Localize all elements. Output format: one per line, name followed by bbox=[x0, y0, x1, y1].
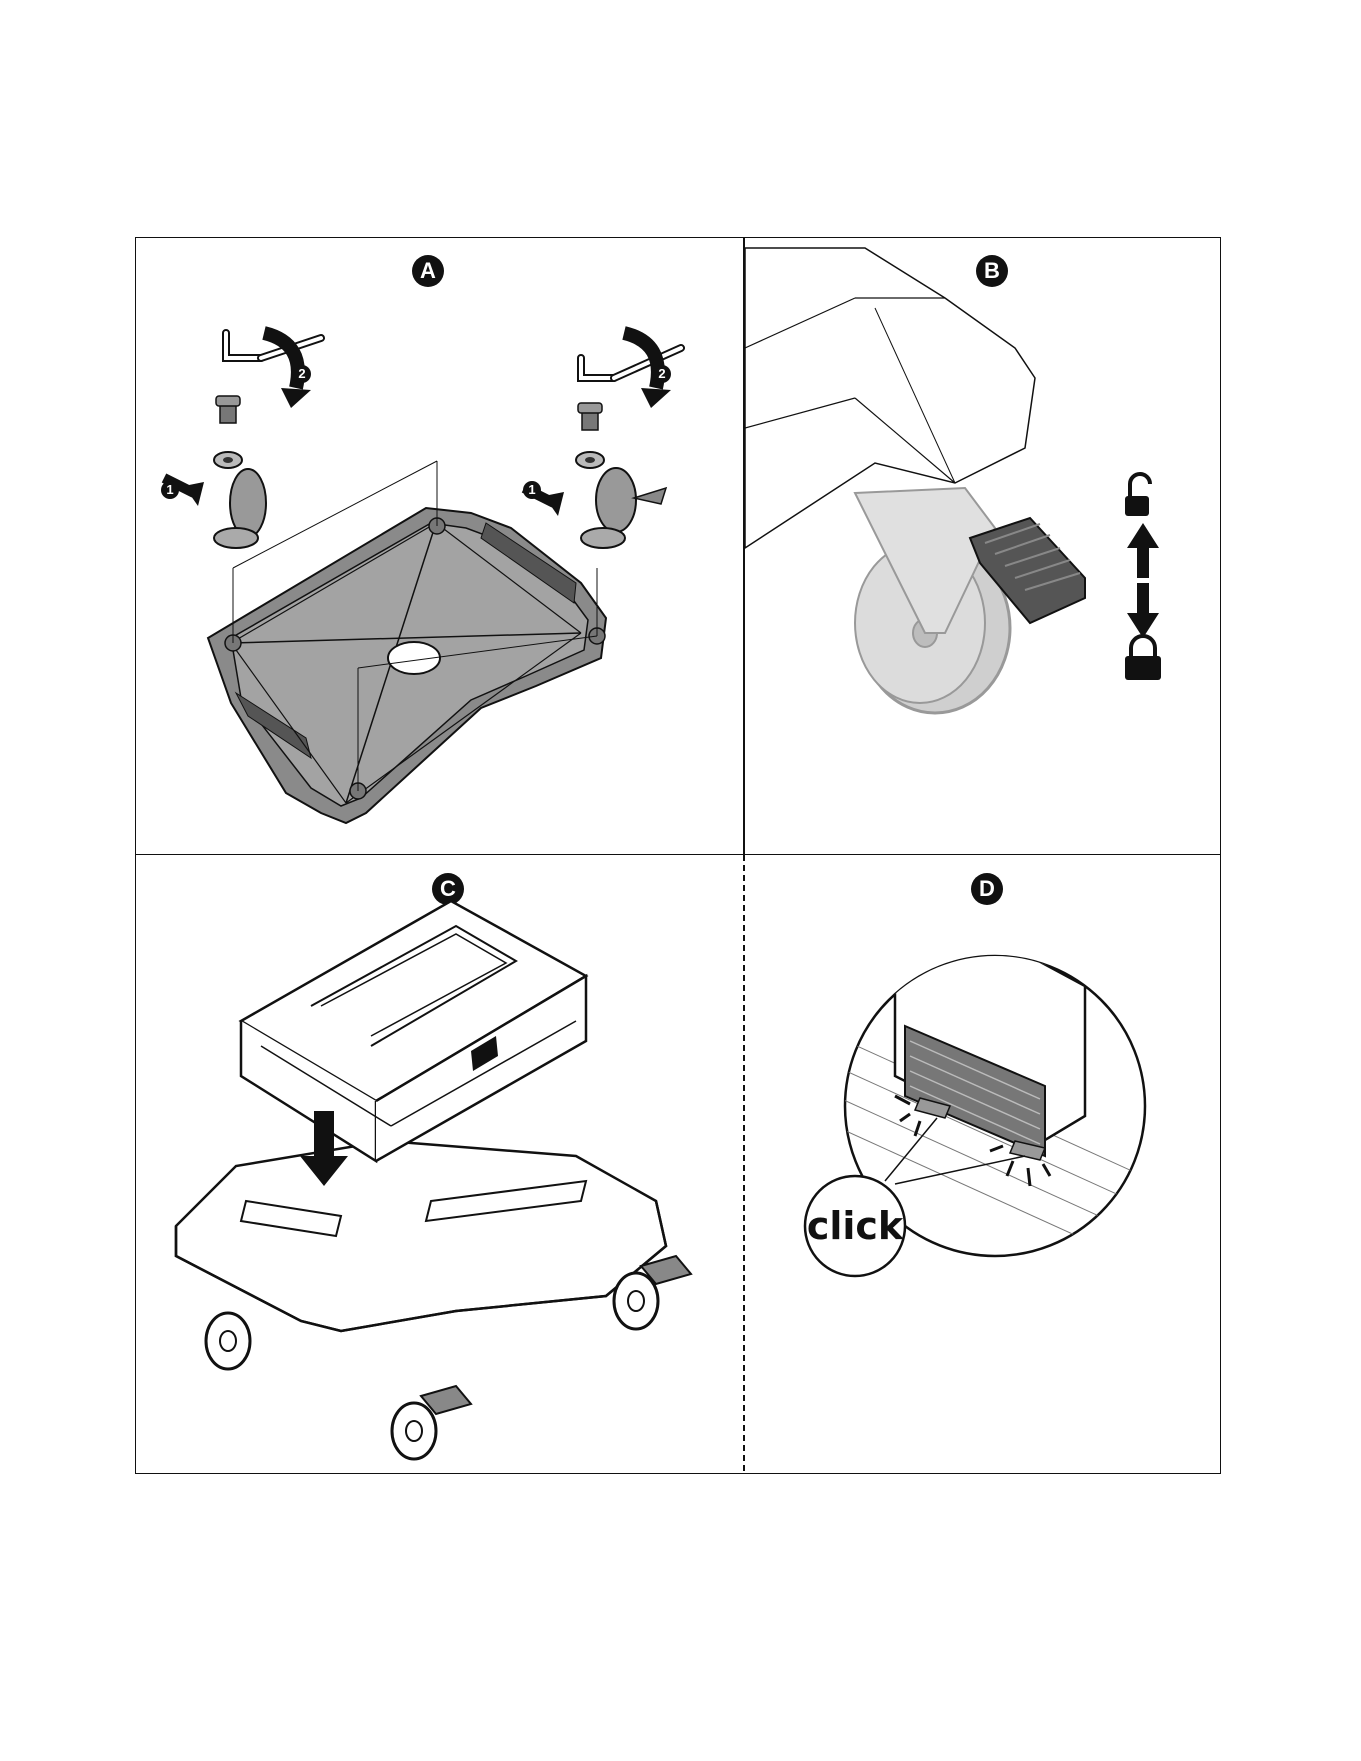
panel-d: D bbox=[745, 856, 1220, 1472]
panel-a-illustration bbox=[136, 238, 742, 853]
panel-c: C bbox=[136, 856, 742, 1472]
caster-front-left bbox=[206, 1313, 250, 1369]
panel-a: A bbox=[136, 238, 742, 853]
panel-d-illustration: click bbox=[745, 856, 1220, 1472]
base-tray bbox=[208, 508, 606, 823]
caster-front-right bbox=[392, 1386, 471, 1459]
click-label: click bbox=[807, 1204, 904, 1248]
panel-b-illustration bbox=[745, 238, 1220, 853]
step-2-badge-right: 2 bbox=[653, 365, 671, 383]
panel-c-illustration bbox=[136, 856, 742, 1472]
tool-case bbox=[241, 901, 586, 1161]
divider-horizontal bbox=[136, 854, 1220, 855]
instruction-sheet: A bbox=[135, 237, 1221, 1474]
step-1-badge-right: 1 bbox=[523, 481, 541, 499]
panel-b: B bbox=[745, 238, 1220, 853]
step-1-badge-left: 1 bbox=[161, 481, 179, 499]
unlock-icon bbox=[1125, 474, 1150, 516]
lock-icon bbox=[1125, 636, 1161, 680]
step-2-badge-left: 2 bbox=[293, 365, 311, 383]
